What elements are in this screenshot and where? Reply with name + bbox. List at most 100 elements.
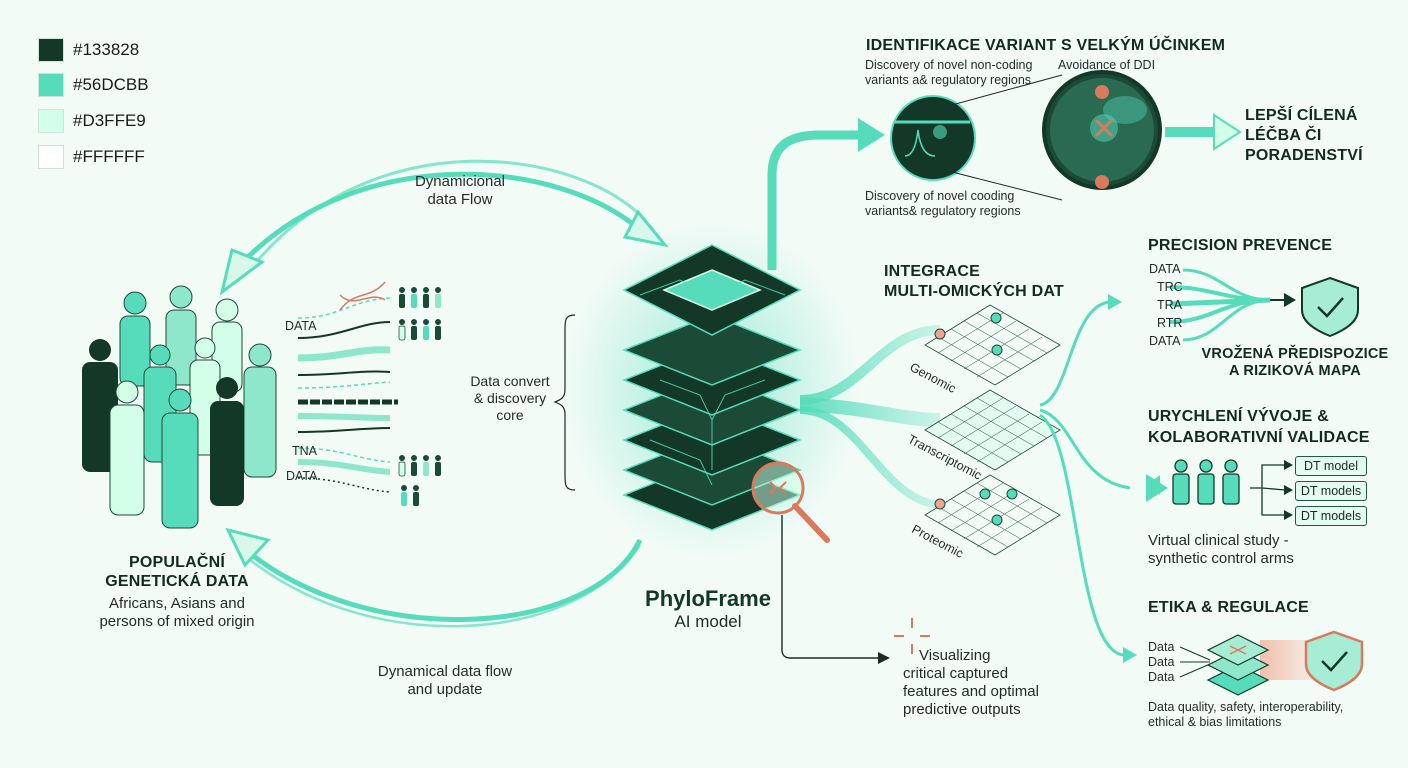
variants-title: IDENTIFIKACE VARIANT S VELKÝM ÚČINKEM: [866, 37, 1226, 54]
palette-row: #56DCBB: [38, 73, 149, 97]
right-branches: [1039, 300, 1131, 657]
visualizing-text: Visualizing critical captured features a…: [903, 647, 1039, 719]
palette-row: #D3FFE9: [38, 109, 146, 133]
multiomics-title-line: MULTI-OMICKÝCH DAT: [884, 283, 1064, 300]
population-title: POPULAČNÍ GENETICKÁ DATA: [62, 553, 292, 591]
development-caption-line: synthetic control arms: [1148, 550, 1294, 567]
top-flow-label: Dynamicional data Flow: [380, 173, 540, 209]
stream-label-tna: TNA: [292, 444, 317, 458]
color-label: #FFFFFF: [73, 147, 145, 166]
data-stack-icon: [1206, 634, 1270, 696]
dt-model-box: DT models: [1295, 481, 1367, 501]
stream-label-data: DATA: [285, 319, 317, 333]
ethics-input: Data: [1148, 640, 1175, 654]
bottom-flow-line: Dynamical data flow: [377, 663, 513, 680]
prevention-input: DATA: [1149, 334, 1181, 348]
model-name: PhyloFrame: [645, 586, 771, 611]
outcome-line: LÉČBA ČI: [1245, 127, 1322, 144]
core-label-line: Data convert: [470, 373, 550, 389]
core-label-line: & discovery: [473, 389, 547, 406]
prevention-caption: VROŽENÁ PŘEDISPOZICE A RIZIKOVÁ MAPA: [1195, 346, 1395, 381]
color-swatch: [38, 38, 64, 62]
coding-line: Discovery of novel cooding: [865, 189, 1015, 203]
outcome-arrow: [1165, 113, 1242, 151]
color-swatch: [38, 73, 64, 97]
noncoding-label: Discovery of novel non-coding variants a…: [865, 58, 1032, 88]
palette-row: #FFFFFF: [38, 145, 145, 169]
population-subtitle-line: persons of mixed origin: [99, 613, 255, 630]
ddi-zoom-lens: [1042, 70, 1162, 190]
visualizing-line: Visualizing: [919, 647, 991, 664]
noncoding-line: Discovery of novel non-coding: [865, 58, 1033, 72]
trial-people-icons: [1146, 459, 1240, 505]
color-swatch: [38, 109, 64, 133]
prevention-input: RTR: [1157, 316, 1183, 330]
outcome-title: LEPŠÍ CÍLENÁ LÉČBA ČI PORADENSTVÍ: [1245, 106, 1363, 166]
model-arrowheads: [1284, 460, 1293, 520]
multiomics-title-line: INTEGRACE: [884, 263, 981, 280]
ddi-label: Avoidance of DDI: [1058, 58, 1156, 72]
population-people-group: [82, 285, 277, 529]
ethics-shield-icon: [1304, 630, 1364, 692]
population-data-streams: [297, 297, 398, 493]
prevention-input: TRA: [1157, 298, 1182, 312]
ethics-connectors: [1179, 646, 1211, 678]
ethics-title: ETIKA & REGULACE: [1148, 599, 1309, 616]
prevention-input: TRC: [1157, 280, 1183, 294]
variants-arrow: [767, 118, 885, 270]
ethics-caption: Data quality, safety, interoperability, …: [1148, 700, 1343, 730]
development-title-line: URYCHLENÍ VÝVOJE &: [1148, 408, 1329, 425]
dt-model-box: DT models: [1295, 506, 1367, 526]
prevention-arrowhead: [1284, 293, 1296, 307]
palette-row: #133828: [38, 38, 139, 62]
multiomics-title: INTEGRACE MULTI-OMICKÝCH DAT: [884, 262, 1064, 302]
ethics-input: Data: [1148, 655, 1175, 669]
omics-grid-layers: [924, 304, 1061, 556]
population-title-line: POPULAČNÍ: [128, 554, 226, 571]
stream-label-data: DATA: [286, 469, 318, 483]
color-label: #D3FFE9: [73, 111, 146, 130]
development-caption: Virtual clinical study - synthetic contr…: [1148, 532, 1294, 568]
model-sub: AI model: [674, 612, 742, 631]
focus-target-icon: [894, 618, 930, 654]
mini-people-icons: [398, 287, 441, 506]
dna-helix-icon: [339, 281, 386, 311]
bottom-flow-label: Dynamical data flow and update: [345, 663, 545, 699]
color-swatch: [38, 145, 64, 169]
development-title: URYCHLENÍ VÝVOJE & KOLABORATIVNÍ VALIDAC…: [1148, 407, 1370, 449]
dt-model-box: DT model: [1295, 456, 1367, 476]
ethics-input: Data: [1148, 670, 1175, 684]
prevention-caption-line: A RIZIKOVÁ MAPA: [1229, 363, 1361, 380]
prevention-fan: [1169, 268, 1285, 342]
ai-core-chip-stack: [562, 220, 862, 560]
omics-markers: [934, 312, 1018, 526]
prevention-title: PRECISION PREVENCE: [1148, 237, 1333, 254]
top-flow-line: Dynamicional: [414, 173, 506, 190]
color-label: #133828: [73, 40, 140, 59]
coding-label: Discovery of novel cooding variants& reg…: [865, 189, 1021, 219]
ethics-caption-line: Data quality, safety, interoperability,: [1148, 700, 1344, 714]
model-arrows: [1250, 464, 1286, 516]
top-flow-line: data Flow: [427, 191, 493, 208]
variant-discovery-lens: [890, 74, 1063, 201]
multiomics-fan: [799, 325, 941, 509]
core-label: Data convert & discovery core: [455, 373, 565, 423]
color-label: #56DCBB: [73, 75, 149, 94]
ethics-caption-line: ethical & bias limitations: [1148, 715, 1282, 729]
core-label-line: core: [496, 406, 524, 423]
visualizing-line: predictive outputs: [903, 701, 1021, 718]
magnifier-icon: [751, 461, 830, 543]
development-title-line: KOLABORATIVNÍ VALIDACE: [1148, 428, 1370, 446]
noncoding-line: variants a& regulatory regions: [865, 73, 1032, 87]
prevention-caption-line: VROŽENÁ PŘEDISPOZICE: [1201, 346, 1389, 362]
population-subtitle: Africans, Asians and persons of mixed or…: [62, 595, 292, 631]
population-title-line: GENETICKÁ DATA: [105, 573, 249, 591]
visualizing-connector: [781, 515, 880, 659]
development-caption-line: Virtual clinical study -: [1148, 532, 1289, 549]
visualizing-line: critical captured: [903, 665, 1009, 682]
visualizing-line: features and optimal: [903, 683, 1039, 700]
bottom-flow-line: and update: [407, 681, 483, 698]
outcome-line: LEPŠÍ CÍLENÁ: [1245, 107, 1358, 124]
core-bracket: [553, 314, 576, 491]
